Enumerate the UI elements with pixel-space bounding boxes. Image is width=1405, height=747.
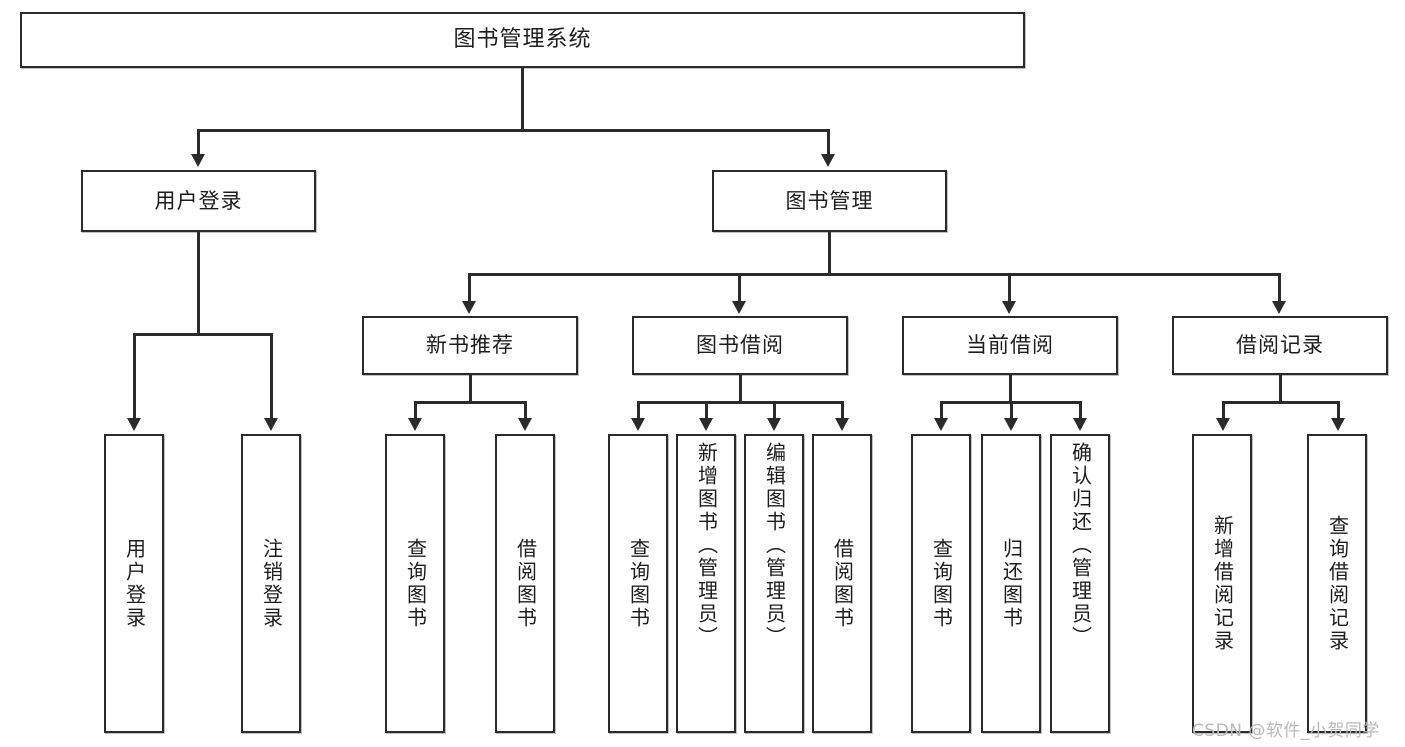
node-label: 查询图书 <box>403 537 428 630</box>
node-label: 借阅图书 <box>513 537 538 630</box>
leaf-bb-borrow-book[interactable]: 借阅图书 <box>812 434 872 733</box>
node-label: 用户登录 <box>122 537 147 630</box>
node-user-login[interactable]: 用户登录 <box>81 170 316 232</box>
leaf-nbr-query-book[interactable]: 查询图书 <box>385 434 445 733</box>
connector-bb-drop-4 <box>841 401 844 419</box>
connector-cb-drop-3 <box>1079 401 1082 419</box>
arrow-bm-to-borrow-record <box>1272 301 1286 314</box>
node-label: 注销登录 <box>259 537 284 630</box>
node-new-book-recommend[interactable]: 新书推荐 <box>362 316 578 375</box>
connector-root-to-book-management <box>827 129 830 156</box>
connector-user-login-drop-2 <box>270 333 273 419</box>
arrow-bb-leaf-4 <box>835 418 849 431</box>
node-book-borrow[interactable]: 图书借阅 <box>632 316 848 375</box>
connector-bm-drop-3 <box>1008 273 1011 302</box>
node-label: 图书借阅 <box>696 333 784 358</box>
node-label: 新增借阅记录 <box>1210 514 1235 653</box>
node-label: 归还图书 <box>999 537 1024 630</box>
connector-user-login-bus <box>133 333 272 336</box>
node-root-book-management-system[interactable]: 图书管理系统 <box>20 12 1025 68</box>
arrow-br-leaf-2 <box>1331 418 1345 431</box>
node-label: 确认归还（管理员） <box>1068 442 1093 649</box>
node-book-management[interactable]: 图书管理 <box>712 170 947 232</box>
connector-bm-drop-2 <box>738 273 741 302</box>
arrow-bb-leaf-3 <box>767 418 781 431</box>
arrow-user-login-leaf-1 <box>127 418 141 431</box>
leaf-nbr-borrow-book[interactable]: 借阅图书 <box>495 434 555 733</box>
connector-root-stem <box>521 68 524 131</box>
leaf-bb-query-book[interactable]: 查询图书 <box>608 434 668 733</box>
node-label: 当前借阅 <box>966 333 1054 358</box>
arrow-bm-to-book-borrow <box>732 301 746 314</box>
node-label: 编辑图书（管理员） <box>762 442 787 649</box>
connector-br-stem <box>1279 375 1282 403</box>
node-borrow-record[interactable]: 借阅记录 <box>1172 316 1388 375</box>
node-label: 查询图书 <box>626 537 651 630</box>
node-label: 用户登录 <box>154 188 243 213</box>
node-label: 新书推荐 <box>426 333 514 358</box>
leaf-user-login-login[interactable]: 用户登录 <box>104 434 164 733</box>
connector-root-to-user-login <box>197 129 200 156</box>
arrow-cb-leaf-1 <box>934 418 948 431</box>
arrow-cb-leaf-2 <box>1004 418 1018 431</box>
watermark-csdn: CSDN @软件_小贺同学 <box>1192 721 1380 741</box>
connector-br-drop-2 <box>1337 401 1340 419</box>
connector-br-bus <box>1222 401 1339 404</box>
connector-bb-bus <box>637 401 844 404</box>
connector-bm-drop-4 <box>1278 273 1281 302</box>
connector-nbr-drop-1 <box>414 401 417 419</box>
arrow-br-leaf-1 <box>1216 418 1230 431</box>
arrow-bb-leaf-1 <box>631 418 645 431</box>
arrow-root-to-user-login <box>191 154 205 167</box>
connector-nbr-stem <box>469 375 472 403</box>
leaf-user-login-logout[interactable]: 注销登录 <box>241 434 301 733</box>
connector-bb-drop-2 <box>705 401 708 419</box>
arrow-root-to-book-management <box>821 154 835 167</box>
connector-book-management-stem <box>828 232 831 275</box>
connector-nbr-drop-2 <box>524 401 527 419</box>
node-label: 图书管理系统 <box>453 27 592 53</box>
leaf-cb-query-book[interactable]: 查询图书 <box>911 434 971 733</box>
connector-nbr-bus <box>414 401 526 404</box>
node-label: 图书管理 <box>785 188 874 213</box>
leaf-bb-add-book-admin[interactable]: 新增图书（管理员） <box>676 434 736 733</box>
arrow-nbr-leaf-1 <box>408 418 422 431</box>
connector-bm-drop-1 <box>468 273 471 302</box>
connector-book-management-bus <box>468 273 1280 276</box>
node-label: 新增图书（管理员） <box>694 442 719 649</box>
arrow-nbr-leaf-2 <box>518 418 532 431</box>
node-label: 借阅记录 <box>1236 333 1324 358</box>
arrow-cb-leaf-3 <box>1073 418 1087 431</box>
leaf-cb-confirm-return-admin[interactable]: 确认归还（管理员） <box>1050 434 1110 733</box>
arrow-bm-to-current-borrow <box>1002 301 1016 314</box>
connector-root-bus <box>197 129 829 132</box>
leaf-cb-return-book[interactable]: 归还图书 <box>981 434 1041 733</box>
connector-user-login-stem <box>197 232 200 335</box>
arrow-user-login-leaf-2 <box>264 418 278 431</box>
connector-cb-stem <box>1009 375 1012 403</box>
connector-bb-stem <box>739 375 742 403</box>
connector-user-login-drop-1 <box>133 333 136 419</box>
connector-br-drop-1 <box>1222 401 1225 419</box>
node-label: 借阅图书 <box>830 537 855 630</box>
node-label: 查询图书 <box>929 537 954 630</box>
arrow-bm-to-new-book-recommend <box>462 301 476 314</box>
connector-bb-drop-1 <box>637 401 640 419</box>
node-current-borrow[interactable]: 当前借阅 <box>902 316 1118 375</box>
node-label: 查询借阅记录 <box>1325 514 1350 653</box>
arrow-bb-leaf-2 <box>699 418 713 431</box>
leaf-bb-edit-book-admin[interactable]: 编辑图书（管理员） <box>744 434 804 733</box>
leaf-br-add-record[interactable]: 新增借阅记录 <box>1192 434 1252 733</box>
connector-bb-drop-3 <box>773 401 776 419</box>
connector-cb-drop-2 <box>1010 401 1013 419</box>
leaf-br-query-record[interactable]: 查询借阅记录 <box>1307 434 1367 733</box>
connector-cb-drop-1 <box>940 401 943 419</box>
